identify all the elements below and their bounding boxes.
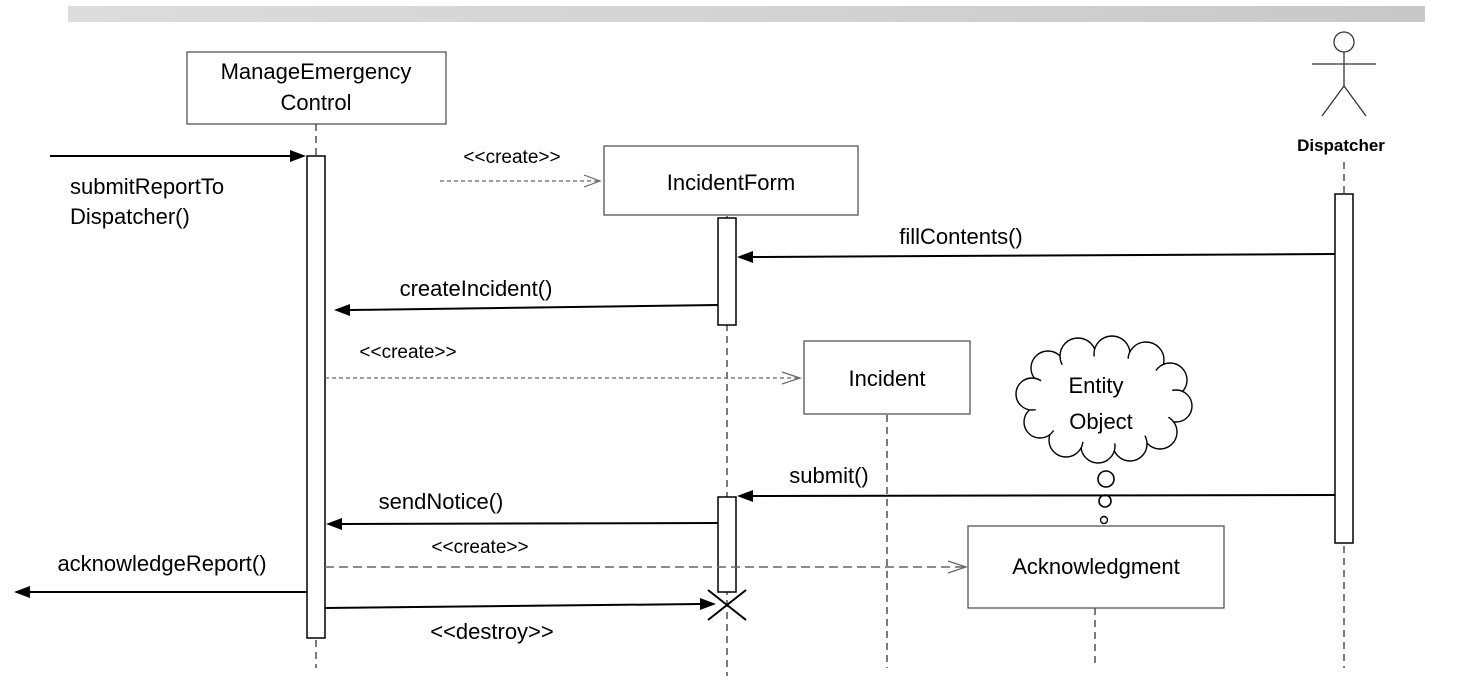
send-notice-label: sendNotice()	[379, 489, 504, 514]
fill-contents-message	[737, 251, 1336, 263]
control-label-line2: Control	[281, 90, 352, 115]
control-activation	[306, 155, 326, 639]
fill-contents-label: fillContents()	[899, 224, 1022, 249]
destroy-message	[324, 598, 716, 610]
incident-form-label: IncidentForm	[667, 170, 795, 195]
submit-label: submit()	[789, 463, 868, 488]
incident-participant: Incident	[803, 340, 971, 415]
dispatcher-activation	[1334, 193, 1354, 544]
destroy-x-icon	[707, 589, 747, 621]
actor-head	[1333, 31, 1355, 53]
control-label-line1: ManageEmergency	[221, 59, 412, 84]
note-label-line1: Entity	[1068, 373, 1123, 398]
submit-message	[737, 490, 1336, 502]
destroy-label: <<destroy>>	[430, 619, 554, 644]
create-form-message	[440, 174, 602, 188]
incident-form-participant: IncidentForm	[603, 145, 859, 216]
create-form-label: <<create>>	[463, 147, 560, 168]
submit-report-label-line1: submitReportTo	[70, 174, 224, 199]
create-incident-message	[334, 304, 719, 316]
entity-object-note	[1015, 335, 1193, 525]
send-notice-message	[326, 518, 719, 530]
note-label-line2: Object	[1069, 409, 1133, 434]
incident-label: Incident	[848, 366, 925, 391]
submit-report-label-line2: Dispatcher()	[70, 204, 190, 229]
create-incident-label: createIncident()	[400, 276, 553, 301]
create-incident-obj-message	[325, 371, 802, 385]
submit-report-message	[50, 150, 306, 162]
create-incident-obj-label: <<create>>	[359, 342, 456, 363]
acknowledgment-participant: Acknowledgment	[967, 525, 1225, 609]
dispatcher-actor	[1312, 31, 1376, 117]
control-participant: ManageEmergency Control	[186, 51, 447, 125]
acknowledge-report-label: acknowledgeReport()	[57, 551, 266, 576]
acknowledgment-label: Acknowledgment	[1012, 554, 1180, 579]
dispatcher-label: Dispatcher	[1297, 136, 1385, 155]
header-band	[68, 6, 1425, 22]
incident-form-activation-1	[717, 217, 737, 326]
create-ack-label: <<create>>	[431, 537, 528, 558]
incident-form-activation-2	[717, 496, 737, 593]
create-ack-message	[325, 560, 968, 574]
acknowledge-report-message	[14, 586, 307, 598]
